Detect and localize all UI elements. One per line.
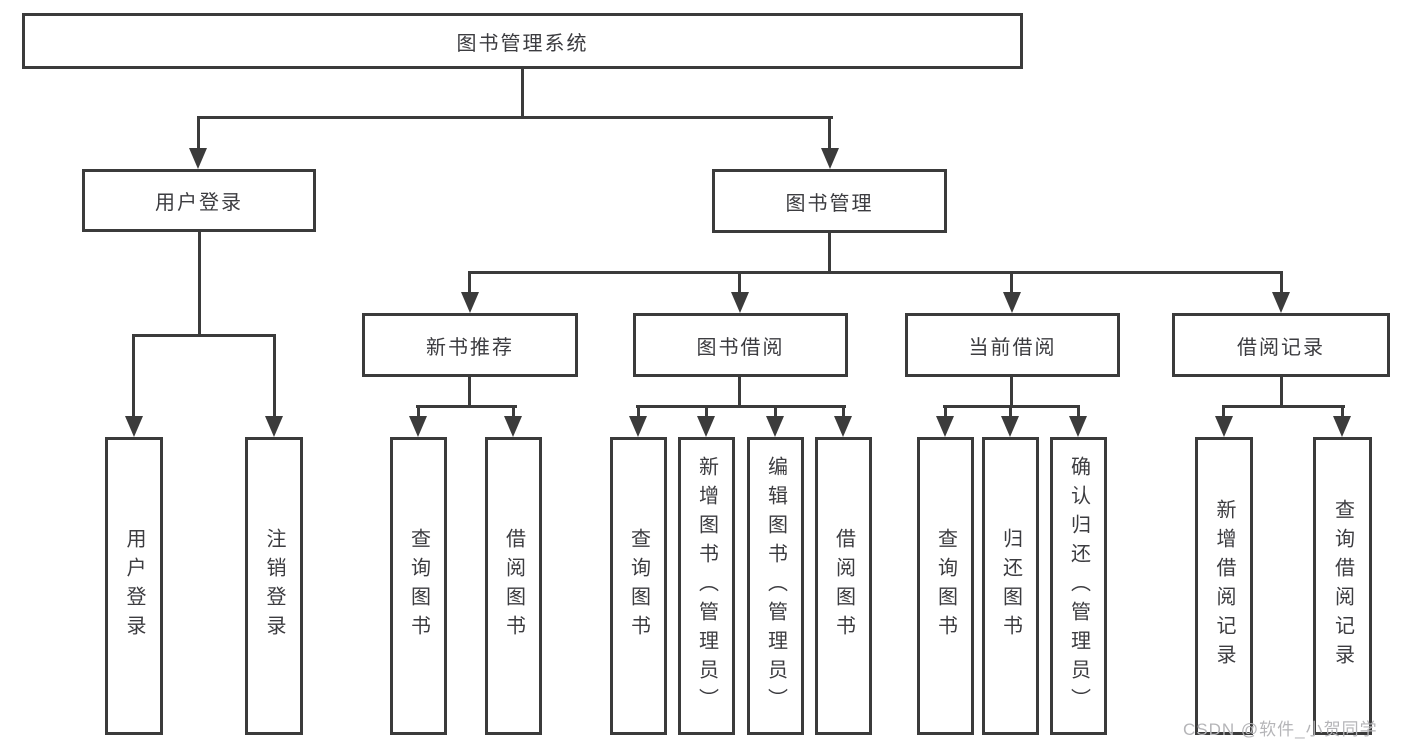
leaf-logout-label: 注销登录 [263, 528, 285, 644]
connector-record-stub1 [1222, 405, 1225, 419]
connector-mgmt-to-current [1010, 271, 1013, 295]
arrow-head-icon [1003, 292, 1021, 313]
connector-rec-stub1 [417, 405, 420, 419]
arrow-head-icon [189, 148, 207, 169]
arrow-head-icon [731, 292, 749, 313]
connector-borrow-stub4 [842, 405, 845, 419]
arrow-head-icon [697, 416, 715, 437]
leaf-record-query-record-label: 查询借阅记录 [1331, 499, 1354, 673]
connector-record-stub2 [1341, 405, 1344, 419]
arrow-head-icon [1272, 292, 1290, 313]
node-book-management-label: 图书管理 [785, 192, 874, 215]
connector-login-branch [132, 334, 276, 337]
connector-mgmt-to-rec [468, 271, 471, 295]
connector-login-drop [198, 232, 201, 337]
leaf-rec-borrow-book-label: 借阅图书 [502, 528, 525, 644]
connector-rec-drop [468, 377, 471, 408]
node-new-book-recommend-label: 新书推荐 [426, 336, 514, 359]
node-root: 图书管理系统 [22, 13, 1023, 69]
connector-root-branch [197, 116, 833, 119]
connector-borrow-stub3 [774, 405, 777, 419]
connector-login-to-leaf1 [132, 334, 135, 419]
leaf-borrow-query-book: 查询图书 [610, 437, 667, 735]
connector-borrow-stub2 [705, 405, 708, 419]
leaf-borrow-query-book-label: 查询图书 [627, 528, 650, 644]
connector-current-stub2 [1009, 405, 1012, 419]
connector-mgmt-to-record [1280, 271, 1283, 295]
connector-login-to-leaf2 [273, 334, 276, 419]
arrow-head-icon [265, 416, 283, 437]
connector-borrow-drop [738, 377, 741, 408]
leaf-rec-query-book: 查询图书 [390, 437, 447, 735]
connector-record-drop [1280, 377, 1283, 408]
leaf-current-query-book-label: 查询图书 [934, 528, 957, 644]
arrow-head-icon [1333, 416, 1351, 437]
arrow-head-icon [1001, 416, 1019, 437]
connector-record-branch [1222, 405, 1345, 408]
leaf-user-login-label: 用户登录 [123, 528, 145, 644]
arrow-head-icon [936, 416, 954, 437]
arrow-head-icon [1069, 416, 1087, 437]
arrow-head-icon [834, 416, 852, 437]
leaf-borrow-borrow-book-label: 借阅图书 [832, 528, 855, 644]
leaf-borrow-borrow-book: 借阅图书 [815, 437, 872, 735]
connector-mgmt-drop [828, 233, 831, 273]
arrow-head-icon [629, 416, 647, 437]
node-borrow-record-label: 借阅记录 [1237, 336, 1325, 359]
node-user-login-label: 用户登录 [155, 192, 243, 214]
connector-root-to-mgmt [828, 116, 831, 152]
arrow-head-icon [504, 416, 522, 437]
leaf-record-add-record: 新增借阅记录 [1195, 437, 1253, 735]
node-user-login: 用户登录 [82, 169, 316, 232]
connector-current-drop [1010, 377, 1013, 408]
node-book-borrow-label: 图书借阅 [696, 336, 785, 359]
leaf-current-confirm-return-admin-label: 确认归还（管理员） [1067, 455, 1090, 717]
arrow-head-icon [1215, 416, 1233, 437]
leaf-rec-borrow-book: 借阅图书 [485, 437, 542, 735]
leaf-borrow-edit-book-admin: 编辑图书（管理员） [747, 437, 804, 735]
arrow-head-icon [766, 416, 784, 437]
leaf-record-query-record: 查询借阅记录 [1313, 437, 1372, 735]
leaf-current-query-book: 查询图书 [917, 437, 974, 735]
leaf-borrow-add-book-admin-label: 新增图书（管理员） [695, 455, 718, 717]
leaf-user-login: 用户登录 [105, 437, 163, 735]
node-borrow-record: 借阅记录 [1172, 313, 1390, 377]
connector-rec-stub2 [512, 405, 515, 419]
connector-mgmt-to-borrow [738, 271, 741, 295]
leaf-borrow-add-book-admin: 新增图书（管理员） [678, 437, 735, 735]
arrow-head-icon [125, 416, 143, 437]
leaf-record-add-record-label: 新增借阅记录 [1213, 499, 1235, 673]
connector-root-drop [521, 69, 524, 119]
leaf-rec-query-book-label: 查询图书 [407, 528, 430, 644]
node-book-management: 图书管理 [712, 169, 947, 233]
connector-borrow-stub1 [637, 405, 640, 419]
csdn-watermark: CSDN @软件_小贺同学 [1183, 720, 1378, 739]
leaf-logout: 注销登录 [245, 437, 303, 735]
connector-borrow-branch [636, 405, 846, 408]
connector-current-stub3 [1077, 405, 1080, 419]
node-root-label: 图书管理系统 [456, 32, 589, 55]
arrow-head-icon [409, 416, 427, 437]
connector-mgmt-branch [468, 271, 1283, 274]
arrow-head-icon [821, 148, 839, 169]
leaf-current-return-book-label: 归还图书 [999, 528, 1022, 644]
leaf-borrow-edit-book-admin-label: 编辑图书（管理员） [764, 455, 787, 717]
connector-root-to-login [197, 116, 200, 152]
node-book-borrow: 图书借阅 [633, 313, 848, 377]
connector-current-stub1 [944, 405, 947, 419]
leaf-current-confirm-return-admin: 确认归还（管理员） [1050, 437, 1107, 735]
node-current-borrow: 当前借阅 [905, 313, 1120, 377]
connector-rec-branch [416, 405, 517, 408]
leaf-current-return-book: 归还图书 [982, 437, 1039, 735]
node-current-borrow-label: 当前借阅 [968, 336, 1057, 359]
node-new-book-recommend: 新书推荐 [362, 313, 578, 377]
arrow-head-icon [461, 292, 479, 313]
